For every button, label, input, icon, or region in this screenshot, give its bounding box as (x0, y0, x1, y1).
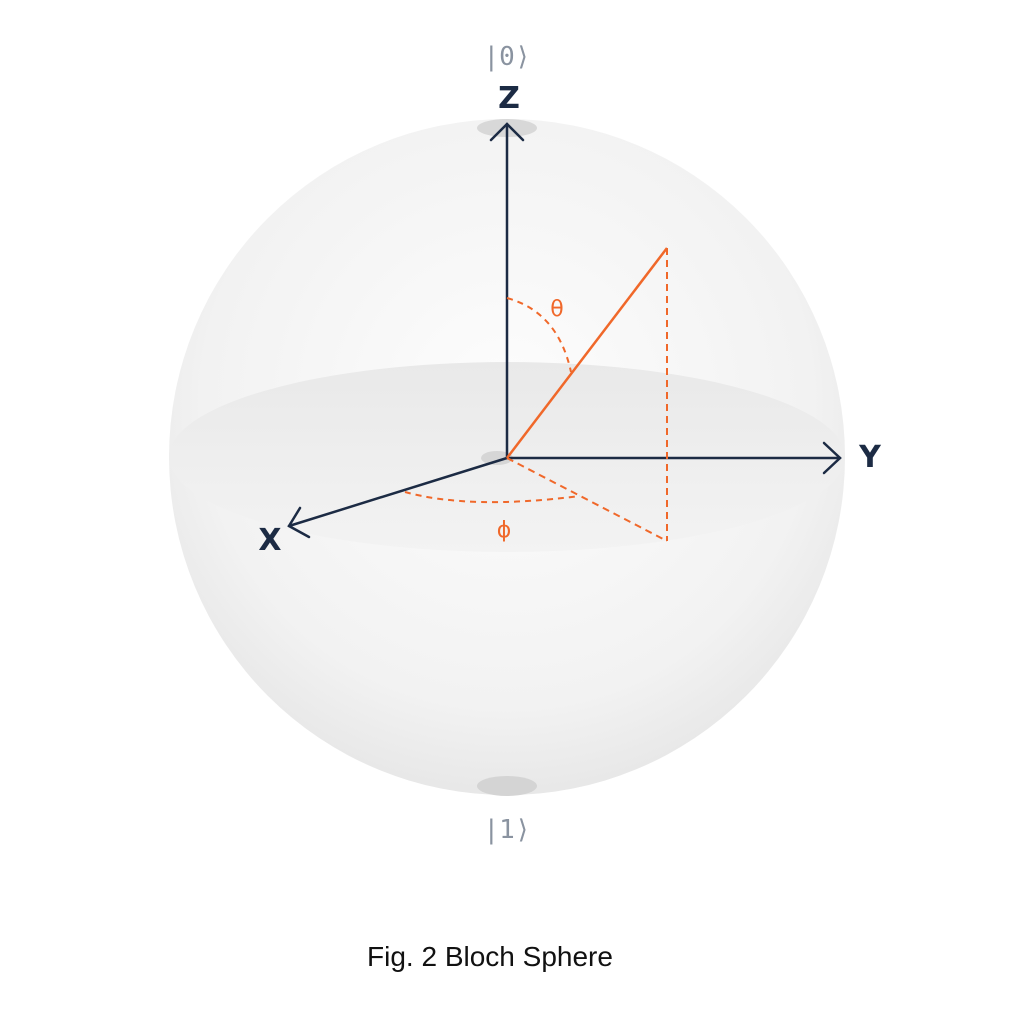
phi-arc (404, 491, 581, 504)
theta-label: θ (550, 297, 563, 322)
south-pole-marker (477, 776, 537, 796)
origin-marker (481, 451, 513, 465)
x-axis-label: X (258, 523, 281, 558)
ket-zero-label: |0⟩ (484, 42, 531, 72)
figure-caption: Fig. 2 Bloch Sphere (367, 941, 613, 972)
z-axis-label: Z (498, 81, 520, 116)
y-axis (505, 441, 842, 475)
phi-label: ϕ (497, 518, 512, 543)
ket-one-label: |1⟩ (484, 815, 531, 845)
y-axis-label: Y (858, 440, 882, 475)
theta-arc (506, 297, 572, 373)
x-axis (287, 456, 509, 539)
z-axis (489, 122, 525, 460)
state-vector (506, 247, 668, 459)
projection-lines (506, 248, 668, 542)
